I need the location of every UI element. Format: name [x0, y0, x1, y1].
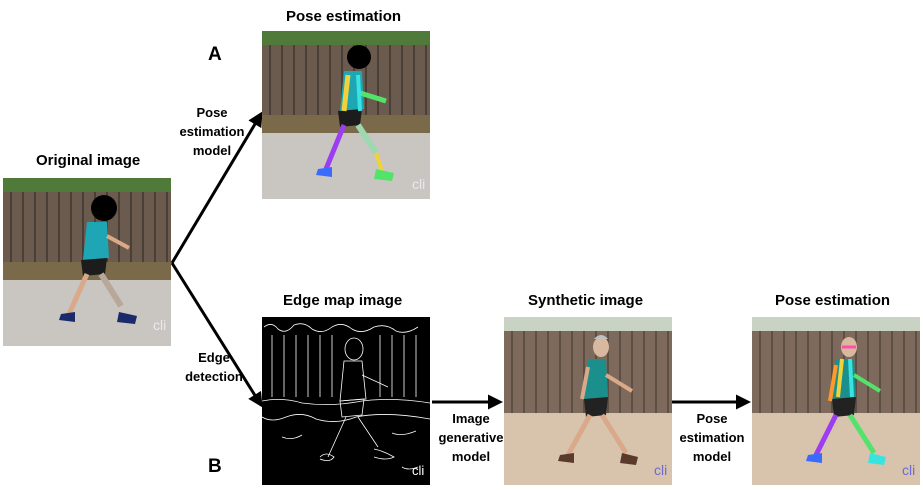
title-synthetic-image: Synthetic image: [528, 292, 644, 309]
edge-map-image: cli: [262, 317, 430, 485]
label-image-generative-model: Image generative model: [438, 411, 504, 464]
watermark-pose-bottom: cli: [902, 462, 915, 478]
title-original-image: Original image: [36, 152, 141, 169]
pose-estimation-bottom-image: cli: [752, 317, 920, 485]
title-edge-map-image: Edge map image: [283, 292, 403, 309]
label-edge-detection: Edge detection: [185, 350, 243, 384]
pose-estimation-top-image: cli: [262, 31, 430, 199]
branch-label-b: B: [208, 456, 222, 477]
watermark-original: cli: [153, 317, 166, 333]
arrow-to-pose-top: [170, 111, 263, 264]
label-pose-estimation-model-bottom: Pose estimation model: [679, 411, 745, 464]
watermark-synthetic: cli: [654, 462, 667, 478]
title-pose-estimation-bottom: Pose estimation: [775, 292, 891, 309]
synthetic-image: cli: [504, 317, 672, 485]
original-image: cli: [3, 178, 171, 346]
watermark-pose-top: cli: [412, 176, 425, 192]
watermark-edge: cli: [412, 463, 424, 478]
label-pose-estimation-model-top: Pose estimation model: [179, 105, 245, 158]
arrow-to-edge-map: [170, 262, 263, 408]
branch-label-a: A: [208, 44, 222, 65]
title-pose-estimation-top: Pose estimation: [286, 8, 402, 25]
